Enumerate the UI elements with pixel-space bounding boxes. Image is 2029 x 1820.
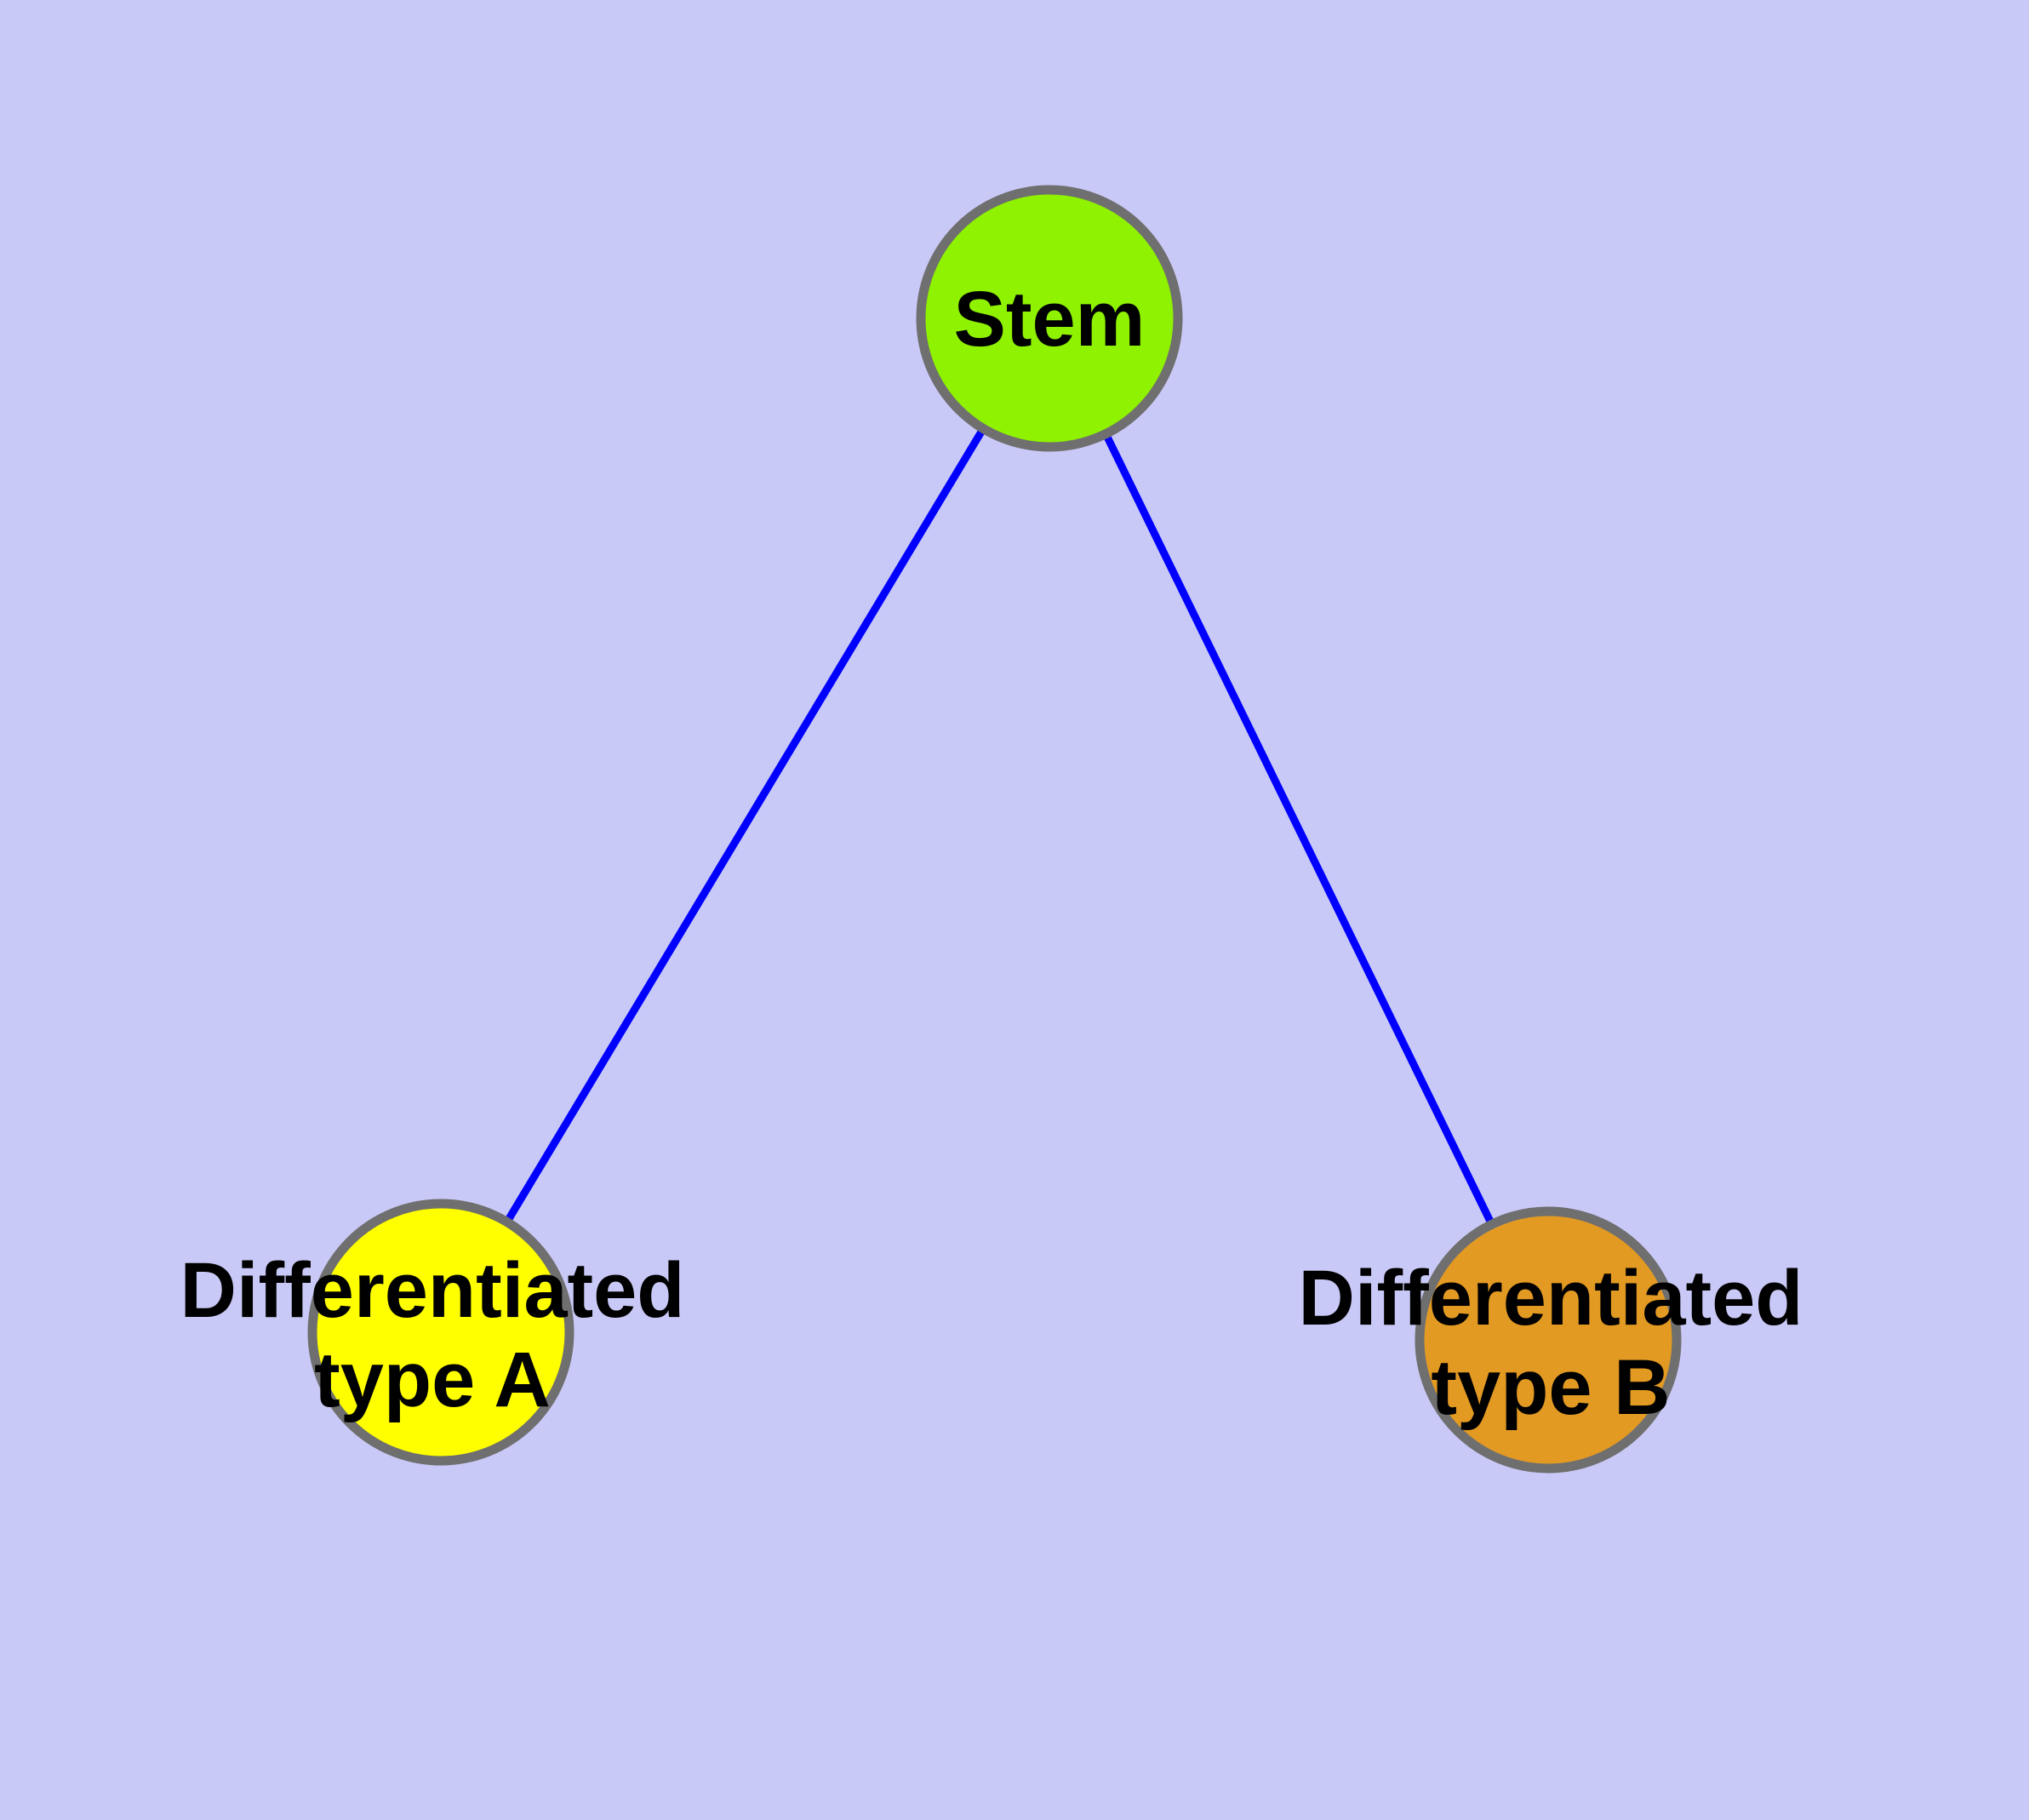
edge-stem-to-type-a xyxy=(437,316,1053,1335)
node-stem-label: Stem xyxy=(954,276,1146,363)
edge-stem-to-type-b xyxy=(1045,317,1552,1342)
node-stem xyxy=(916,185,1183,452)
node-type-a xyxy=(307,1199,574,1466)
node-type-b-label-line1: Differentiated xyxy=(1299,1255,1803,1342)
node-type-a-label-line1: Differentiated xyxy=(180,1247,685,1334)
node-type-a-label-line2: type A xyxy=(314,1336,551,1423)
node-type-b-label-line2: type B xyxy=(1431,1344,1670,1431)
node-type-b xyxy=(1415,1206,1682,1474)
